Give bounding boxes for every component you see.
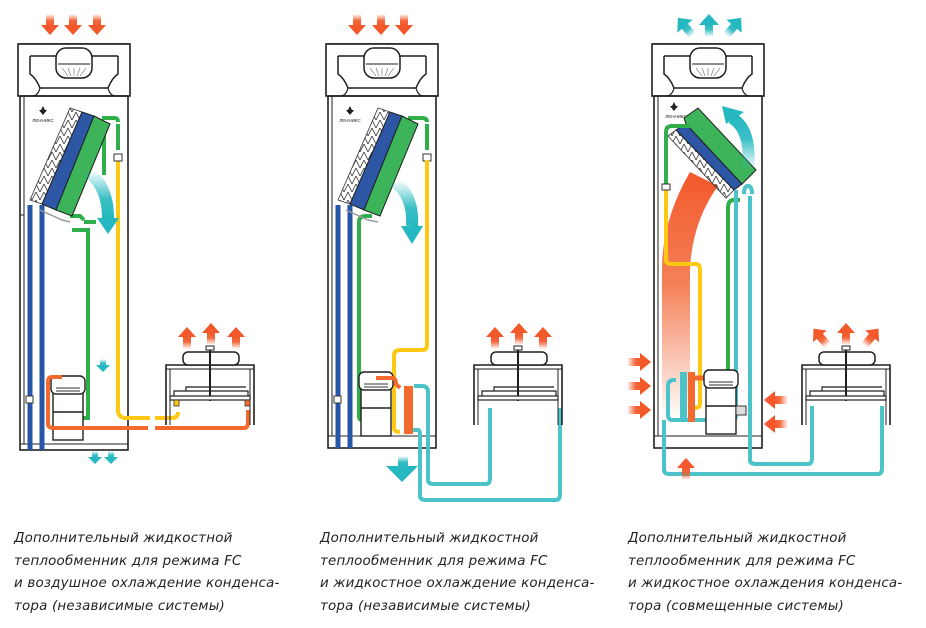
heat-exchanger-coil bbox=[667, 107, 757, 199]
caption-line: теплообменник для режима FC bbox=[14, 553, 242, 569]
brand-label: ЛЕННИКС bbox=[339, 118, 361, 123]
hot-air-in-arrow bbox=[627, 377, 651, 395]
panel-1-air-cooled: ЛЕННИКС bbox=[17, 14, 255, 464]
hot-air-out-arrow bbox=[806, 322, 835, 352]
compressor bbox=[50, 375, 86, 441]
cold-air-out-arrow bbox=[104, 451, 118, 464]
hot-air-out-arrow bbox=[837, 323, 855, 345]
hot-air-in-arrow bbox=[88, 14, 106, 35]
hot-air-in-arrow bbox=[41, 14, 59, 35]
hot-air-in-arrow bbox=[372, 14, 390, 35]
brand-label: ЛЕННИКС bbox=[32, 118, 54, 123]
hot-air-in-arrow bbox=[627, 401, 651, 419]
caption-line: тора (независимые системы) bbox=[320, 598, 531, 614]
cold-air-arrow bbox=[388, 174, 419, 227]
warm-air-flow bbox=[662, 172, 718, 420]
fan-module bbox=[17, 43, 131, 97]
compressor bbox=[358, 371, 394, 437]
panel-3-liquid-cooled-combined: ЛЕННИКС bbox=[627, 11, 891, 480]
hot-air-out-arrow bbox=[857, 322, 886, 352]
hot-air-out-arrow bbox=[178, 327, 196, 349]
fan-module bbox=[325, 43, 439, 97]
caption-line: Дополнительный жидкостной bbox=[14, 531, 233, 546]
caption-line: и воздушное охлаждение конденса- bbox=[14, 576, 280, 591]
caption-panel-2: Дополнительный жидкостной теплообменник … bbox=[320, 528, 595, 618]
cold-air-out-arrow bbox=[670, 11, 701, 42]
hot-air-out-arrow bbox=[486, 327, 504, 349]
panel-2-liquid-cooled-independent: ЛЕННИКС bbox=[325, 14, 563, 502]
caption-panel-1: Дополнительный жидкостной теплообменник … bbox=[14, 528, 280, 618]
cold-air-out-arrow bbox=[699, 14, 719, 37]
caption-line: Дополнительный жидкостной bbox=[628, 531, 847, 546]
caption-line: и жидкостное охлаждение конденса- bbox=[320, 576, 595, 591]
caption-line: тора (совмещенные системы) bbox=[628, 598, 844, 614]
brand-label: ЛЕННИКС bbox=[665, 114, 687, 119]
hot-air-in-arrow bbox=[395, 14, 413, 35]
hot-air-in-arrow bbox=[64, 14, 82, 35]
heat-exchanger-coil bbox=[29, 107, 111, 223]
caption-line: теплообменник для режима FC bbox=[320, 553, 548, 569]
hot-air-in-arrow bbox=[677, 458, 695, 480]
liquid-cooled-drycooler bbox=[473, 345, 563, 426]
hot-air-out-arrow bbox=[534, 327, 552, 349]
cold-air-arrow bbox=[82, 165, 114, 219]
hot-air-out-arrow bbox=[202, 323, 220, 345]
cold-air-arrow bbox=[728, 112, 755, 171]
hot-air-out-arrow bbox=[227, 327, 245, 349]
fan-module bbox=[651, 43, 765, 97]
compressor bbox=[703, 369, 739, 435]
caption-line: и жидкостное охлаждения конденса- bbox=[628, 576, 903, 591]
caption-line: тора (независимые системы) bbox=[14, 598, 225, 614]
hot-air-in-arrow bbox=[348, 14, 366, 35]
hot-air-out-arrow bbox=[510, 323, 528, 345]
hot-air-in-arrow bbox=[764, 391, 788, 409]
caption-panel-3: Дополнительный жидкостной теплообменник … bbox=[628, 528, 902, 618]
liquid-cooled-drycooler bbox=[801, 345, 891, 426]
caption-line: теплообменник для режима FC bbox=[628, 553, 856, 569]
hot-air-in-arrow bbox=[627, 353, 651, 371]
heat-exchanger-coil bbox=[337, 107, 419, 223]
caption-line: Дополнительный жидкостной bbox=[320, 531, 539, 546]
cold-air-out-arrow bbox=[88, 451, 102, 464]
cold-air-out-arrow bbox=[386, 466, 418, 482]
cold-air-out-arrow bbox=[718, 11, 749, 42]
hot-air-in-arrow bbox=[764, 415, 788, 433]
